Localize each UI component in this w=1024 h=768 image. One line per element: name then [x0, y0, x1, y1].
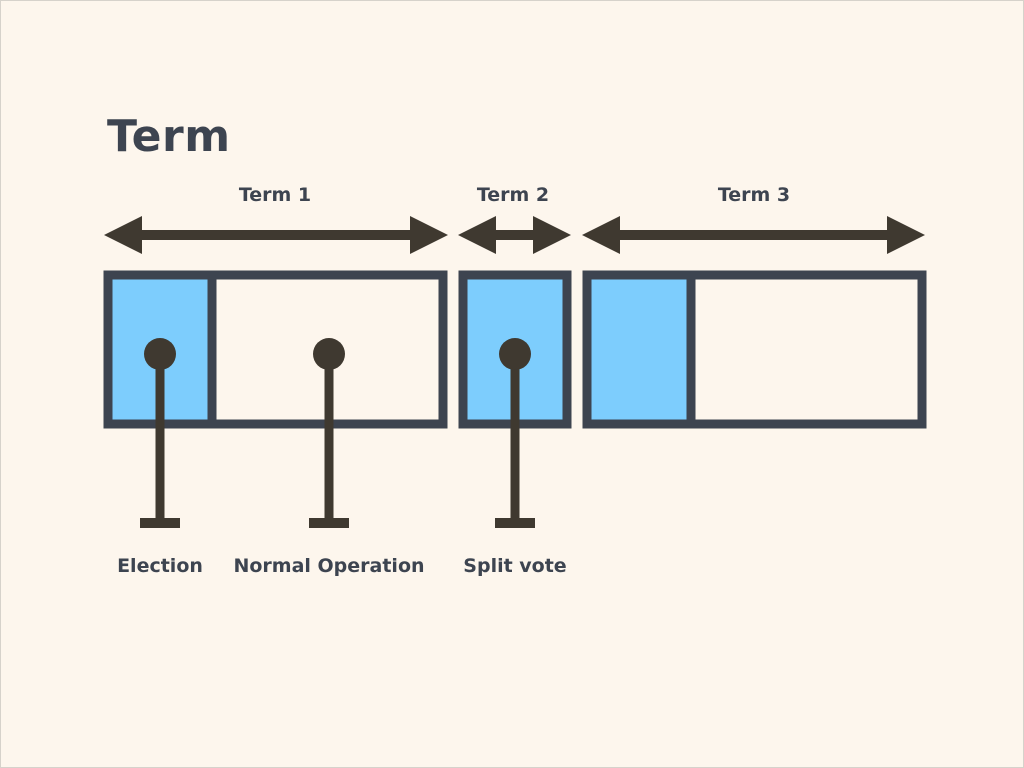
slide-title: Term — [107, 111, 231, 162]
term-1-label: Term 1 — [239, 184, 311, 206]
term-2-arrow — [458, 216, 571, 254]
normal-operation-pin — [309, 338, 349, 528]
normal-operation-label: Normal Operation — [233, 555, 424, 577]
term-3-arrow — [582, 216, 925, 254]
term-2-label: Term 2 — [477, 184, 549, 206]
term-3-label: Term 3 — [718, 184, 790, 206]
term-3-box — [582, 270, 927, 429]
election-label: Election — [117, 555, 203, 577]
election-pin — [140, 338, 180, 528]
term-3-normal-operation-segment — [686, 270, 927, 429]
term-3-election-segment — [582, 270, 696, 429]
split-vote-pin — [495, 338, 535, 528]
split-vote-label: Split vote — [463, 555, 566, 577]
term-1-arrow — [104, 216, 448, 254]
